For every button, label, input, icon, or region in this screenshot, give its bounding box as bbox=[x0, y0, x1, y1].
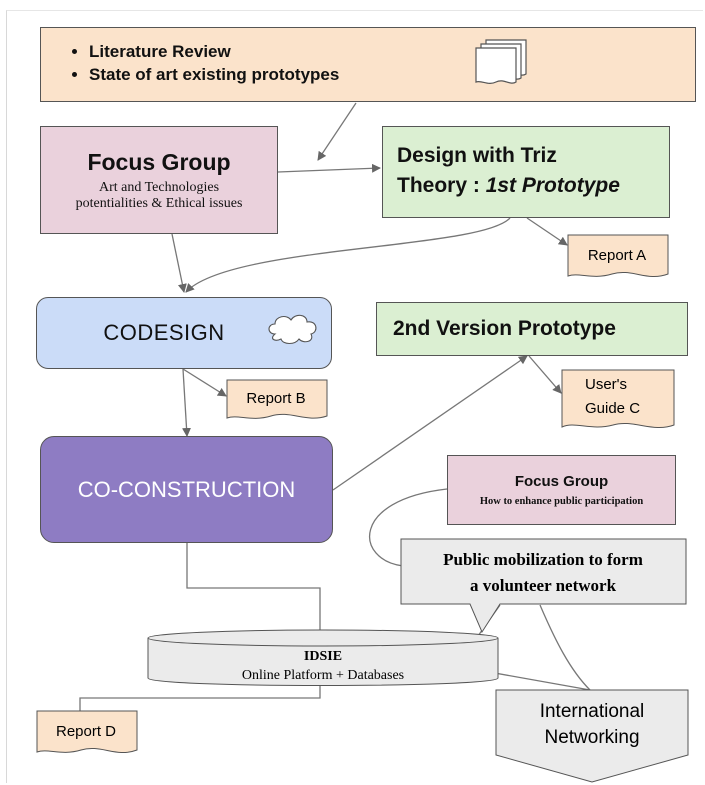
arrow-literature-to-triz bbox=[317, 102, 357, 161]
line-coconstruction-to-idsie bbox=[186, 543, 321, 630]
documents-icon bbox=[475, 39, 527, 85]
coconstruction-box: CO-CONSTRUCTION bbox=[40, 436, 333, 543]
arrow-focus-to-triz bbox=[277, 163, 381, 173]
idsie-database: IDSIE Online Platform + Databases bbox=[147, 629, 499, 686]
triz-line1: Design with Triz bbox=[397, 144, 557, 167]
focus-group-title: Focus Group bbox=[87, 148, 231, 175]
literature-list: Literature Review State of art existing … bbox=[41, 40, 695, 86]
literature-item-review: Literature Review bbox=[89, 40, 695, 63]
report-b-label: Report B bbox=[246, 390, 305, 407]
triz-line2-emph: 1st Prototype bbox=[485, 174, 620, 197]
arrow-codesign-to-coconstruction bbox=[182, 368, 192, 437]
arrow-coconstruction-to-2nd bbox=[332, 355, 528, 491]
codesign-title: CODESIGN bbox=[103, 320, 225, 345]
users-guide-line1: User's bbox=[585, 376, 627, 393]
codesign-box: CODESIGN bbox=[36, 297, 332, 369]
arrow-codesign-to-report-b bbox=[182, 368, 227, 397]
diagram-frame bbox=[6, 10, 703, 783]
international-line2: Networking bbox=[544, 727, 639, 748]
focus-group-line1: Art and Technologies bbox=[98, 179, 220, 195]
report-d-doc: Report D bbox=[36, 710, 138, 754]
triz-box: Design with Triz Theory : 1st Prototype bbox=[382, 126, 670, 218]
focus-group-line2: potentialities & Ethical issues bbox=[75, 195, 243, 211]
report-a-doc: Report A bbox=[567, 234, 669, 278]
arrow-focus-to-codesign bbox=[171, 233, 187, 293]
cloud-icon bbox=[268, 314, 317, 345]
arrow-2nd-to-guide bbox=[528, 355, 562, 394]
literature-item-state-of-art: State of art existing prototypes bbox=[89, 63, 695, 86]
idsie-title: IDSIE bbox=[304, 649, 342, 664]
international-networking-box: International Networking bbox=[495, 689, 689, 783]
users-guide-doc: User's Guide C bbox=[561, 369, 675, 429]
line-mobilization-to-international bbox=[539, 604, 591, 691]
arrow-triz-to-report-a bbox=[526, 217, 568, 246]
report-a-label: Report A bbox=[588, 247, 646, 264]
idsie-subtitle: Online Platform + Databases bbox=[242, 668, 404, 683]
line-focus2-to-mobilization bbox=[369, 488, 448, 567]
focus-group-2-box: Focus Group How to enhance public partic… bbox=[447, 455, 676, 525]
report-b-doc: Report B bbox=[226, 379, 328, 419]
focus-group-2-title: Focus Group bbox=[514, 473, 609, 490]
focus-group-2-subtitle: How to enhance public participation bbox=[479, 496, 644, 507]
triz-line2-prefix: Theory : bbox=[397, 174, 486, 197]
literature-box: Literature Review State of art existing … bbox=[40, 27, 696, 102]
mobilization-line2: a volunteer network bbox=[470, 576, 617, 595]
coconstruction-title: CO-CONSTRUCTION bbox=[77, 476, 296, 502]
second-version-title: 2nd Version Prototype bbox=[393, 317, 616, 340]
users-guide-line2: Guide C bbox=[585, 400, 640, 417]
mobilization-callout: Public mobilization to form a volunteer … bbox=[400, 538, 687, 634]
line-idsie-to-report-d bbox=[79, 678, 321, 712]
triz-line2: Theory : 1st Prototype bbox=[397, 171, 669, 201]
report-d-label: Report D bbox=[56, 723, 116, 740]
international-line1: International bbox=[540, 701, 645, 722]
second-version-box: 2nd Version Prototype bbox=[376, 302, 688, 356]
arrow-triz-to-codesign bbox=[185, 217, 511, 293]
mobilization-line1: Public mobilization to form bbox=[443, 550, 643, 569]
focus-group-box: Focus Group Art and Technologies potenti… bbox=[40, 126, 278, 234]
